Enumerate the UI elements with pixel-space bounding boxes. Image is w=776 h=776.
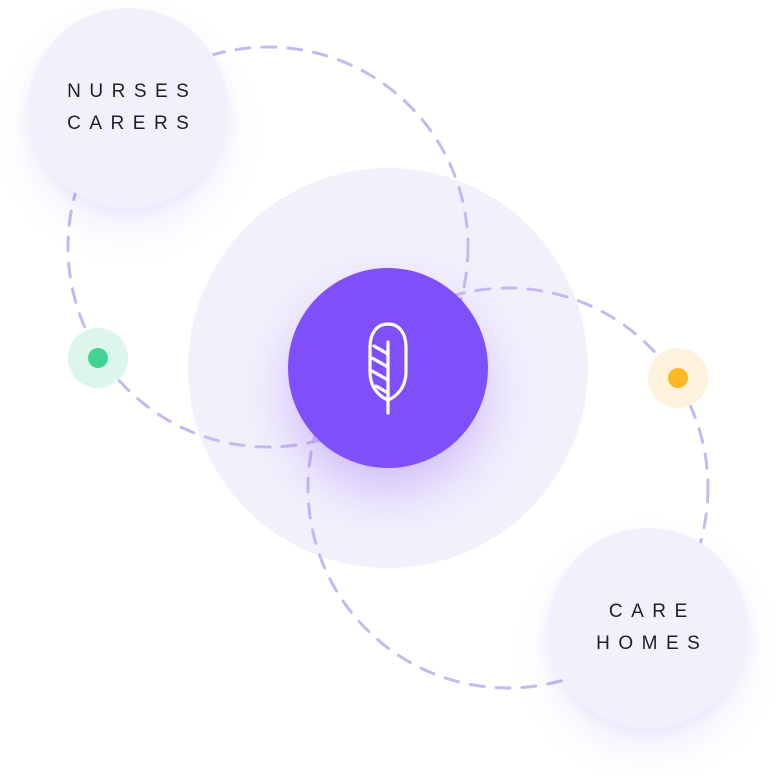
orbit-top-left: [66, 45, 470, 449]
yellow-dot-core: [668, 368, 688, 388]
orbit-bottom-right: [306, 286, 710, 690]
center-node: [288, 268, 488, 468]
carers-label: CARERS: [67, 113, 198, 134]
care-homes-bubble: CARE HOMES: [548, 528, 748, 728]
nurses-label: NURSES: [67, 81, 198, 102]
homes-label: HOMES: [596, 633, 709, 654]
feather-icon: [368, 322, 408, 415]
green-dot: [68, 328, 128, 388]
nurses-carers-bubble: NURSES CARERS: [28, 8, 228, 208]
green-dot-core: [88, 348, 108, 368]
yellow-dot: [648, 348, 708, 408]
care-label: CARE: [608, 601, 696, 622]
